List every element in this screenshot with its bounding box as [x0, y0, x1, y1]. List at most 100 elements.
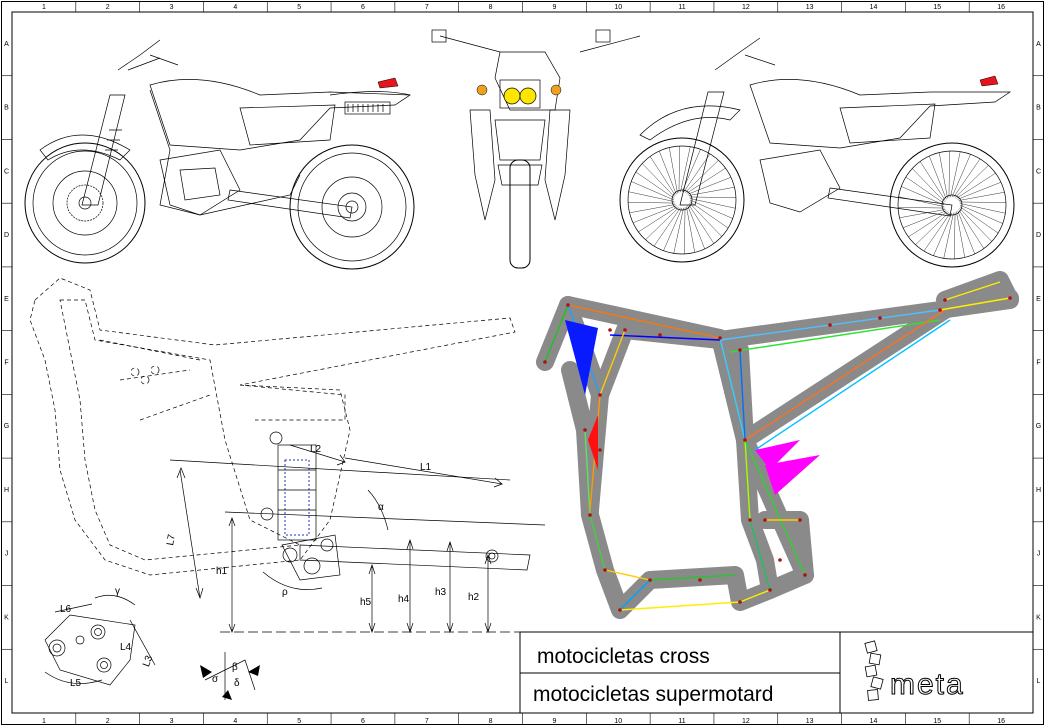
row-label-right: H — [1036, 487, 1041, 494]
wheel-spoke — [959, 201, 1006, 203]
column-label-top: 3 — [170, 4, 174, 11]
column-label-top: 13 — [806, 4, 814, 11]
wheel-spoke — [687, 177, 732, 195]
row-label-right: E — [1036, 296, 1041, 303]
column-label-top: 5 — [297, 4, 301, 11]
column-grid-labels: 1122334455667788991010111112121313141415… — [42, 1, 1005, 725]
column-label-bottom: 15 — [933, 718, 941, 725]
row-label-left: D — [4, 232, 9, 239]
fea-node — [543, 360, 547, 364]
wheel-spoke — [923, 212, 951, 252]
wheel-spoke — [901, 186, 945, 206]
label-h4: h4 — [398, 594, 410, 605]
column-label-bottom: 10 — [614, 718, 622, 725]
fea-node — [648, 578, 652, 582]
wheel-spoke — [956, 211, 965, 258]
wheel-spoke — [680, 146, 691, 193]
wheel-spoke — [686, 167, 726, 194]
label-L6: L6 — [60, 604, 72, 615]
row-label-left: L — [5, 678, 9, 685]
fea-node — [1008, 296, 1012, 300]
wheel-spoke — [642, 163, 675, 198]
label-gamma: γ — [115, 586, 120, 597]
wheel-spoke — [958, 209, 985, 249]
wheel-spoke — [958, 192, 1005, 201]
wheel-spoke — [688, 187, 735, 196]
column-label-bottom: 8 — [489, 718, 493, 725]
wheel-spoke — [953, 158, 981, 198]
wheel-spoke — [954, 212, 956, 259]
wheel-spoke — [688, 204, 715, 244]
wheel-spoke — [959, 207, 992, 242]
fea-node — [658, 333, 662, 337]
row-label-right: D — [1036, 232, 1041, 239]
fea-node — [566, 303, 570, 307]
title-line-supermotard: motocicletas supermotard — [533, 683, 773, 706]
wheel-spoke — [683, 153, 711, 193]
label-h2: h2 — [468, 592, 480, 603]
fea-frame-model — [536, 271, 1019, 619]
label-L5: L5 — [70, 678, 82, 689]
fea-node — [738, 348, 742, 352]
row-label-left: B — [4, 105, 9, 112]
fea-node — [748, 518, 752, 522]
column-label-bottom: 11 — [678, 718, 685, 725]
label-sigma: σ — [212, 674, 219, 685]
wheel-spoke — [689, 201, 729, 229]
row-label-left: A — [4, 41, 9, 48]
wheel-spoke — [950, 151, 961, 198]
wheel-spoke — [669, 147, 678, 194]
column-label-top: 14 — [870, 4, 878, 11]
fea-node — [763, 518, 767, 522]
column-label-bottom: 5 — [297, 718, 301, 725]
wheel-spoke — [686, 206, 695, 253]
column-label-top: 7 — [425, 4, 429, 11]
fea-node — [738, 600, 742, 604]
label-h1: h1 — [216, 566, 228, 577]
column-label-top: 15 — [933, 4, 941, 11]
wheel-spoke — [653, 207, 681, 247]
wheel-spoke — [631, 181, 675, 201]
fea-node — [768, 588, 772, 592]
wheel-spoke — [902, 210, 947, 228]
wheel-spoke — [632, 205, 677, 223]
wheel-spoke — [659, 150, 677, 195]
column-label-top: 1 — [42, 4, 46, 11]
fea-node — [803, 573, 807, 577]
row-label-left: C — [4, 168, 9, 175]
label-alpha: α — [378, 502, 384, 513]
row-label-right: C — [1036, 168, 1041, 175]
fea-node — [598, 393, 602, 397]
wheel-spoke — [689, 198, 736, 209]
column-label-top: 12 — [742, 4, 750, 11]
column-label-bottom: 7 — [425, 718, 429, 725]
wheel-spoke — [678, 146, 680, 193]
title-block — [519, 631, 1034, 714]
column-label-bottom: 14 — [870, 718, 878, 725]
row-label-left: G — [4, 423, 9, 430]
wheel-spoke — [943, 212, 954, 259]
angle-detail — [200, 652, 260, 700]
wheel-spoke — [645, 207, 680, 240]
wheel-spoke — [957, 182, 1002, 200]
column-label-bottom: 16 — [997, 718, 1005, 725]
column-label-top: 16 — [997, 4, 1005, 11]
wheel-spoke — [687, 205, 705, 250]
fea-node — [743, 438, 747, 442]
wheel-spoke — [956, 172, 996, 199]
fea-node — [828, 323, 832, 327]
column-label-top: 2 — [106, 4, 110, 11]
label-L3: L3 — [141, 654, 155, 669]
fea-node — [778, 558, 782, 562]
wheel-spoke — [919, 161, 946, 201]
label-L1: L1 — [420, 462, 432, 473]
column-label-bottom: 3 — [170, 718, 174, 725]
column-label-bottom: 2 — [106, 718, 110, 725]
fea-node — [878, 316, 882, 320]
fea-node — [588, 513, 592, 517]
wheel-spoke — [899, 209, 946, 218]
wheel-spoke — [957, 210, 975, 255]
wheel-spoke — [689, 202, 722, 237]
column-label-top: 11 — [678, 4, 685, 11]
column-label-top: 10 — [614, 4, 622, 11]
